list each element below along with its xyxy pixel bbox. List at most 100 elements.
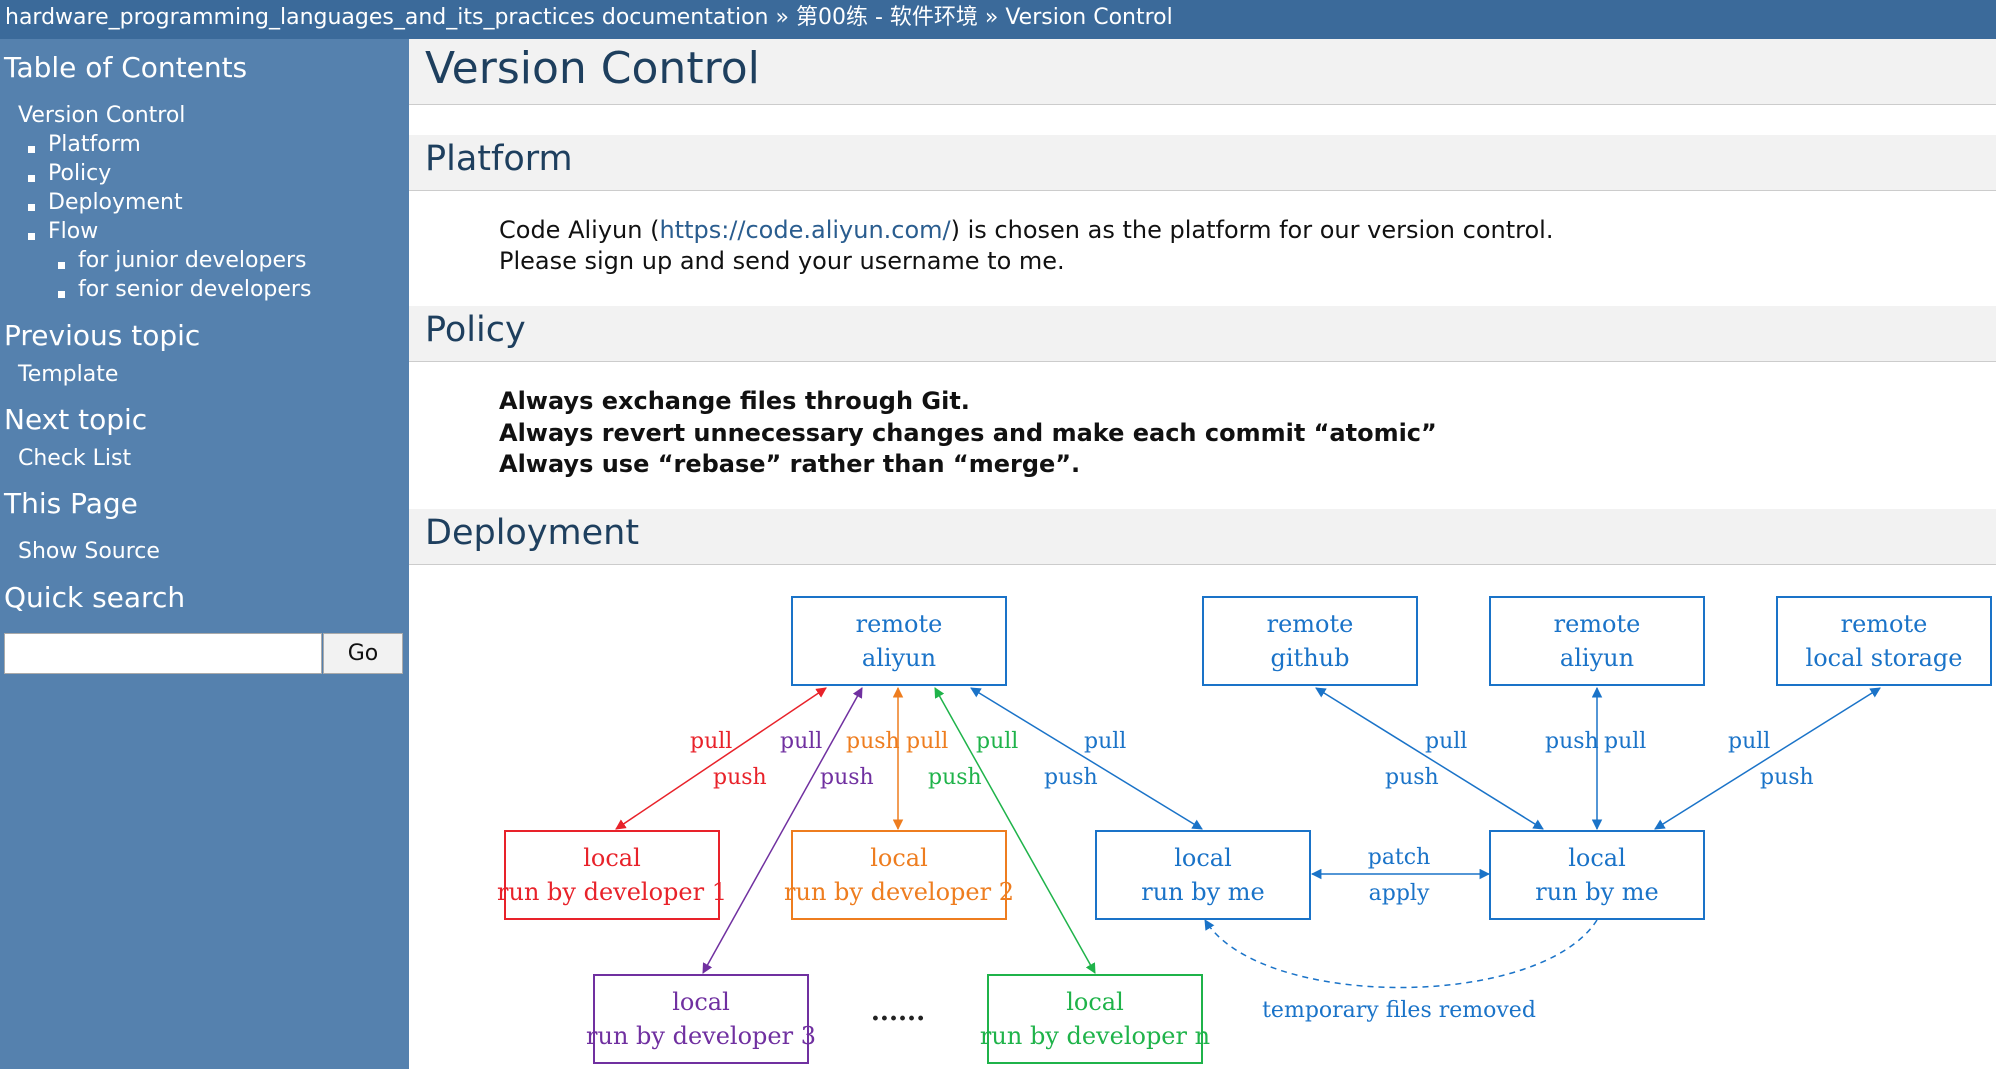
edge-label: pull — [690, 729, 732, 754]
node-label: remote — [1554, 610, 1641, 638]
node-label: run by developer n — [980, 1022, 1210, 1050]
node-label: remote — [856, 610, 943, 638]
blue-arrow — [1315, 687, 1544, 830]
node-label: remote — [1841, 610, 1928, 638]
bullet-icon — [28, 175, 35, 182]
edge-label: push — [820, 765, 874, 790]
bullet-icon — [28, 233, 35, 240]
edge-label: push — [1385, 765, 1439, 790]
toc-heading: Table of Contents — [4, 51, 248, 84]
edge-label: pull — [1728, 729, 1770, 754]
node-label: run by developer 3 — [586, 1022, 816, 1050]
node-local-me-1 — [1095, 830, 1311, 920]
node-remote-local-storage — [1776, 596, 1992, 686]
go-button[interactable]: Go — [323, 633, 403, 674]
node-remote-aliyun — [791, 596, 1007, 686]
quick-search-heading: Quick search — [4, 581, 186, 614]
bullet-icon — [28, 146, 35, 153]
bullet-icon — [58, 291, 65, 298]
toc-link-senior[interactable]: for senior developers — [78, 277, 312, 302]
next-topic-link[interactable]: Check List — [18, 446, 132, 471]
node-remote-github — [1202, 596, 1418, 686]
breadcrumb-current: Version Control — [1005, 5, 1173, 30]
node-label: run by developer 2 — [784, 878, 1014, 906]
toc-link-flow[interactable]: Flow — [48, 219, 99, 244]
node-local-dev2 — [791, 830, 1007, 920]
edge-label: pull — [906, 729, 948, 754]
toc-link-version-control[interactable]: Version Control — [18, 103, 186, 128]
previous-topic-link[interactable]: Template — [18, 362, 119, 387]
page-title-bar: Version Control — [409, 39, 1996, 105]
node-remote-aliyun-2 — [1489, 596, 1705, 686]
next-topic-heading: Next topic — [4, 403, 148, 436]
blue-arrow — [1654, 687, 1881, 830]
policy-heading: Policy — [425, 310, 526, 350]
edge-label: push — [1044, 765, 1098, 790]
toc-link-platform[interactable]: Platform — [48, 132, 141, 157]
node-label: local — [870, 844, 928, 872]
policy-heading-bar: Policy — [409, 306, 1996, 362]
node-label: local — [1568, 844, 1626, 872]
page-title: Version Control — [425, 43, 760, 94]
policy-line-3: Always use “rebase” rather than “merge”. — [499, 450, 1081, 478]
node-label: local storage — [1806, 644, 1963, 672]
platform-heading-bar: Platform — [409, 135, 1996, 191]
edge-label: pull — [976, 729, 1018, 754]
blue-arrow — [970, 687, 1203, 830]
previous-topic-heading: Previous topic — [4, 319, 201, 352]
node-label: run by me — [1141, 878, 1265, 906]
aliyun-link[interactable]: https://code.aliyun.com/ — [659, 216, 951, 244]
main-content: Version Control Platform Code Aliyun (ht… — [409, 39, 1996, 1069]
node-label: aliyun — [862, 644, 936, 672]
node-local-devn — [987, 974, 1203, 1064]
edge-label: apply — [1369, 881, 1430, 906]
purple-arrow — [702, 687, 863, 974]
edge-label: pull — [780, 729, 822, 754]
node-label: local — [672, 988, 730, 1016]
breadcrumb: hardware_programming_languages_and_its_p… — [0, 0, 1996, 39]
toc-link-deployment[interactable]: Deployment — [48, 190, 183, 215]
deployment-heading-bar: Deployment — [409, 509, 1996, 565]
toc-link-policy[interactable]: Policy — [48, 161, 112, 186]
breadcrumb-parent-link[interactable]: 第00练 - 软件环境 — [795, 5, 978, 30]
green-arrow — [934, 687, 1096, 974]
bullet-icon — [58, 262, 65, 269]
this-page-heading: This Page — [4, 487, 138, 520]
breadcrumb-doc-link[interactable]: hardware_programming_languages_and_its_p… — [5, 5, 769, 30]
policy-line-2: Always revert unnecessary changes and ma… — [499, 419, 1437, 447]
node-label: remote — [1267, 610, 1354, 638]
edge-label: push — [928, 765, 982, 790]
platform-heading: Platform — [425, 139, 573, 179]
toc-link-junior[interactable]: for junior developers — [78, 248, 307, 273]
policy-line-1: Always exchange files through Git. — [499, 387, 970, 415]
deployment-diagram: remote aliyun remote github remote aliyu… — [497, 596, 1992, 1064]
sidebar: Table of Contents Version Control Platfo… — [0, 39, 409, 1069]
edge-label: patch — [1368, 845, 1431, 870]
node-label: github — [1271, 644, 1350, 672]
bullet-icon — [28, 204, 35, 211]
deployment-heading: Deployment — [425, 513, 640, 553]
platform-text: Code Aliyun ( — [499, 216, 660, 244]
node-label: aliyun — [1560, 644, 1634, 672]
node-local-dev1 — [504, 830, 720, 920]
search-input[interactable] — [4, 633, 322, 674]
edge-label: push — [1760, 765, 1814, 790]
edge-label: pull — [1084, 729, 1126, 754]
node-label: local — [1174, 844, 1232, 872]
edge-label: push — [1545, 729, 1599, 754]
node-label: run by me — [1535, 878, 1659, 906]
node-label: local — [583, 844, 641, 872]
node-label: local — [1066, 988, 1124, 1016]
node-local-me-2 — [1489, 830, 1705, 920]
edge-label: pull — [1425, 729, 1467, 754]
dashed-arrow — [1204, 919, 1598, 989]
breadcrumb-separator: » — [768, 5, 796, 30]
breadcrumb-separator: » — [977, 5, 1006, 30]
edge-label: push — [713, 765, 767, 790]
node-local-dev3 — [593, 974, 809, 1064]
ellipsis: ...... — [871, 997, 925, 1027]
platform-line-1: Code Aliyun (https://code.aliyun.com/) i… — [499, 216, 1553, 244]
show-source-link[interactable]: Show Source — [18, 539, 160, 564]
edge-label: temporary files removed — [1262, 998, 1536, 1023]
node-label: run by developer 1 — [497, 878, 727, 906]
